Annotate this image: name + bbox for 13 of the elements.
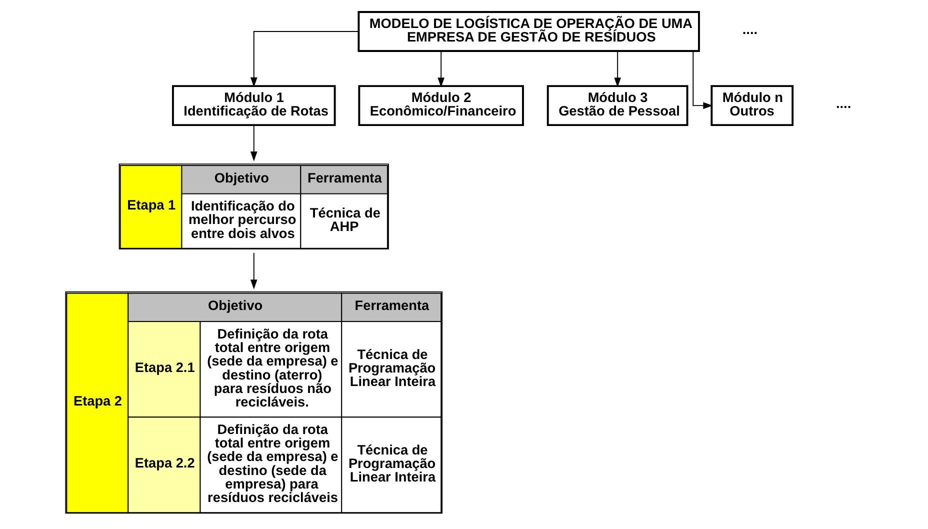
arrow bbox=[250, 252, 258, 290]
node-box: Módulo n Outros bbox=[710, 85, 794, 126]
arrow bbox=[250, 125, 258, 162]
node-box: Módulo 2 Econômico/Financeiro bbox=[358, 85, 524, 126]
arrow bbox=[250, 30, 360, 88]
arrow bbox=[692, 50, 713, 109]
node-box: Módulo 3 Gestão de Pessoal bbox=[546, 85, 688, 126]
label: .... bbox=[742, 22, 758, 38]
label: .... bbox=[836, 96, 852, 112]
arrow bbox=[614, 50, 621, 88]
node-box: Módulo 1 Identificação de Rotas bbox=[172, 85, 336, 126]
arrow bbox=[438, 50, 444, 88]
node-box: MODELO DE LOGÍSTICA DE OPERAÇÃO DE UMA EMPRESA DE GESTÃO DE RESÍDUOS bbox=[358, 11, 700, 52]
